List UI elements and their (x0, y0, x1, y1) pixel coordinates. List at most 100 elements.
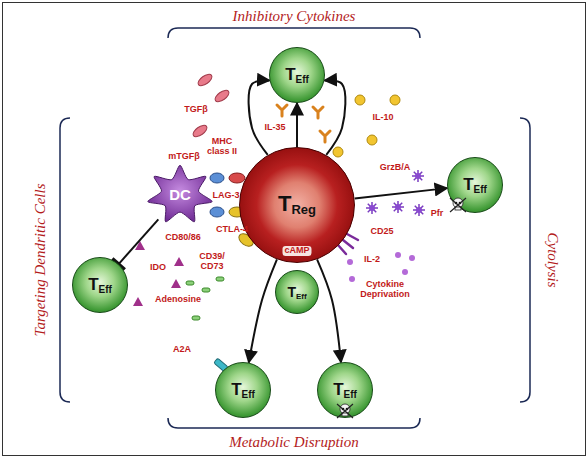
il35-molecule (277, 105, 287, 116)
section-title: Inhibitory Cytokines (233, 8, 356, 25)
molecule-label: IL-2 (364, 255, 380, 265)
drawing-shape (416, 207, 422, 213)
cell-letter: T (88, 275, 98, 294)
granzyme-molecule (412, 170, 424, 182)
molecule-label: MHC class II (203, 137, 241, 157)
drawing-shape (337, 404, 353, 418)
drawing-shape (369, 205, 375, 211)
drawing-shape (343, 240, 353, 248)
drawing-shape (450, 198, 466, 212)
drawing-shape (342, 408, 345, 411)
il10-molecule (355, 95, 365, 105)
il10-molecule (390, 95, 400, 105)
cell-letter: T (463, 175, 473, 194)
arrow-connector (355, 188, 448, 198)
il2-molecule (402, 269, 408, 275)
molecule-label: GrzB/A (380, 163, 411, 173)
drawing-shape (520, 118, 530, 402)
adenosine-molecule (192, 316, 200, 320)
dc-outline (148, 165, 212, 221)
section-title: Cytolysis (545, 233, 562, 288)
ido-molecule (171, 279, 181, 288)
section-title: Targeting Dendritic Cells (32, 183, 49, 336)
drawing-shape (60, 118, 70, 402)
dendritic-cell: DC (145, 164, 215, 226)
il35-molecule (313, 107, 323, 118)
adenosine-molecule (202, 288, 210, 292)
il35-molecule (320, 131, 330, 142)
molecule-label: CD25 (370, 227, 393, 237)
drawing-shape (168, 418, 420, 428)
granzyme-molecule (413, 204, 425, 216)
cell-subscript: Eff (296, 292, 307, 301)
arrow-connector (324, 80, 345, 154)
cell-subscript: Eff (296, 73, 309, 84)
molecule-label: Pfr (431, 209, 444, 219)
il2-molecule (347, 259, 353, 265)
drawing-shape (313, 107, 323, 118)
molecule-label: IDO (150, 263, 166, 273)
drawing-shape (168, 28, 420, 38)
drawing-shape (340, 404, 350, 414)
molecule-label: TGFβ (184, 105, 208, 115)
molecule-label: CTLA-4 (216, 225, 248, 235)
skull-icon (450, 198, 466, 212)
molecule-label: CD39/ CD73 (192, 252, 232, 272)
effector-cell: TEff (215, 362, 271, 418)
skull-icon (337, 404, 353, 418)
molecule-label: LAG-3 (213, 191, 240, 201)
drawing-shape (455, 202, 458, 205)
cell-name: TEff (231, 381, 255, 400)
cell-subscript: Eff (242, 388, 255, 399)
cell-name: TEff (463, 176, 487, 195)
molecule-label: cAMP (282, 246, 311, 256)
effector-cell: TEff (72, 257, 128, 313)
cell-letter: T (231, 380, 241, 399)
cell-name: TReg (278, 193, 316, 216)
ido-molecule (135, 241, 145, 250)
tgf-molecule (213, 88, 231, 104)
cell-letter: T (285, 65, 295, 84)
tgf-molecule (196, 72, 214, 88)
molecule-label: IL-35 (264, 123, 285, 133)
effector-cell: TEff (317, 362, 373, 418)
cell-name: DC (169, 187, 191, 203)
drawing-shape (395, 204, 401, 210)
drawing-shape (320, 131, 330, 142)
ido-molecule (133, 297, 143, 306)
granzyme-molecule (392, 201, 404, 213)
cell-subscript: Eff (344, 388, 357, 399)
cell-name: TEff (88, 276, 112, 295)
cell-name: TEff (285, 66, 309, 85)
arrow-connector (296, 103, 298, 147)
cell-name: TEff (287, 284, 306, 301)
il2-molecule (395, 252, 401, 258)
cell-letter: T (333, 380, 343, 399)
drawing-shape (210, 173, 224, 183)
cell-letter: DC (169, 186, 191, 203)
drawing-shape (453, 198, 463, 208)
il10-molecule (333, 147, 343, 157)
inhibition-connector (119, 219, 159, 264)
molecule-label: CD80/86 (165, 233, 201, 243)
drawing-shape (277, 105, 287, 116)
adenosine-molecule (186, 281, 194, 285)
granzyme-molecule (366, 202, 378, 214)
molecule-label: IL-10 (372, 113, 393, 123)
il10-molecule (367, 135, 377, 145)
cell-name: TEff (333, 381, 357, 400)
cell-letter: T (278, 191, 291, 216)
effector-cell: TEff (269, 47, 325, 103)
effector-cell: TEff (447, 157, 503, 213)
drawing-shape (347, 234, 358, 240)
drawing-shape (459, 202, 462, 205)
bracket (60, 28, 530, 428)
cell-subscript: Eff (99, 283, 112, 294)
ido-molecule (174, 257, 184, 266)
drawing-shape (415, 173, 421, 179)
il2-molecule (349, 276, 355, 282)
adenosine-molecule (216, 277, 224, 281)
molecule-label: mTGFβ (168, 152, 200, 162)
tgf-molecule (191, 123, 209, 139)
